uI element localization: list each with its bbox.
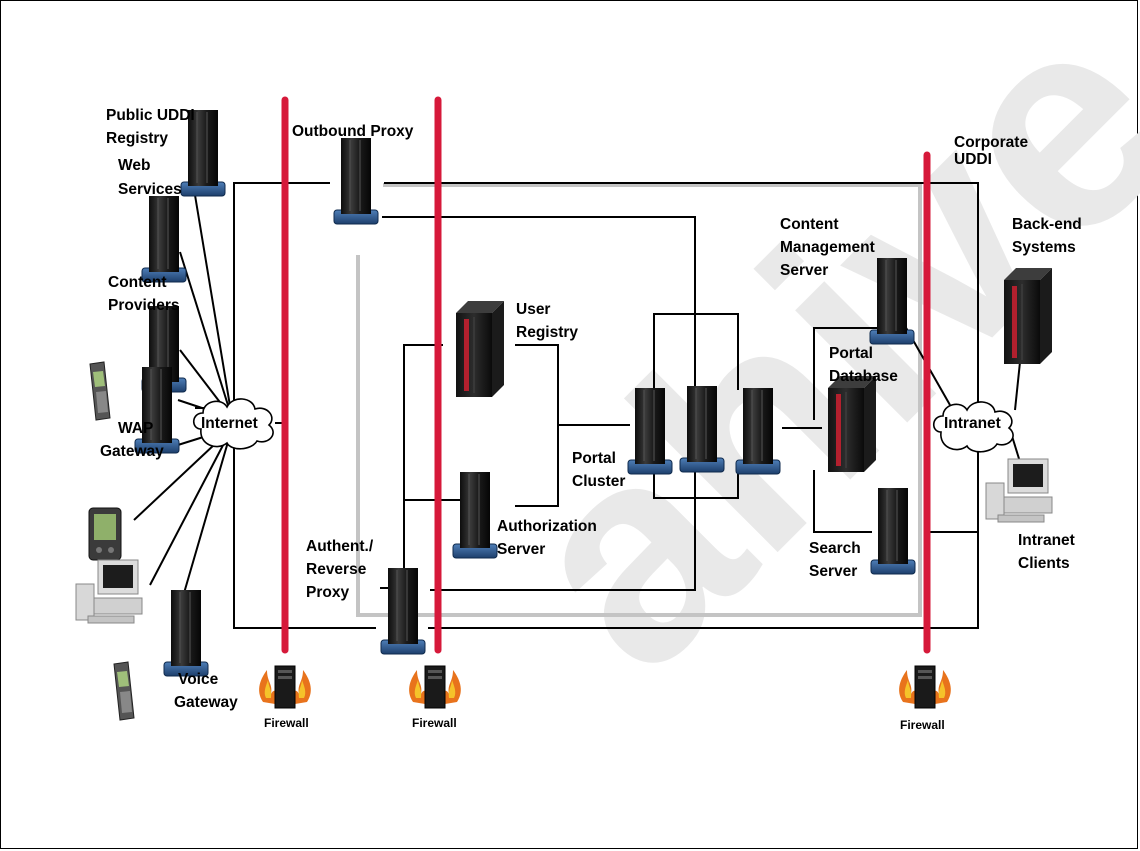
- firewall-icon: [899, 666, 951, 708]
- label-firewall-1: Firewall: [264, 716, 309, 730]
- watermark-text: ahive: [453, 0, 1140, 730]
- desktop-pc-icon: [76, 560, 142, 623]
- label-intranet: Intranet: [944, 415, 1001, 432]
- label-user-registry: User Registry: [516, 301, 578, 341]
- portal-database-mainframe-icon: [828, 376, 876, 472]
- web-services-server-icon: [142, 196, 186, 282]
- pda-icon: [89, 508, 121, 560]
- label-outbound-proxy: Outbound Proxy: [292, 123, 414, 140]
- cell-phone-icon: [90, 362, 110, 420]
- outbound-proxy-server-icon: [334, 138, 378, 224]
- firewall-icon: [409, 666, 461, 708]
- user-registry-mainframe-icon: [456, 301, 504, 397]
- backend-systems-mainframe-icon: [1004, 268, 1052, 364]
- label-firewall-2: Firewall: [412, 716, 457, 730]
- voice-gateway-server-icon: [164, 590, 208, 676]
- label-firewall-3: Firewall: [900, 718, 945, 732]
- label-internet: Internet: [201, 415, 258, 432]
- label-voice-gateway: Voice Gateway: [174, 671, 238, 711]
- label-public-uddi-registry: Public UDDI Registry: [106, 107, 199, 147]
- cell-phone-icon: [114, 662, 134, 720]
- label-content-providers: Content Providers: [108, 274, 180, 314]
- auth-reverse-proxy-server-icon: [381, 568, 425, 654]
- label-web-services: Web Services: [118, 157, 182, 198]
- intranet-client-pc-icon: [986, 459, 1052, 522]
- label-authent-reverse-proxy: Authent./ Reverse Proxy: [306, 538, 377, 601]
- firewall-icon: [259, 666, 311, 708]
- label-intranet-clients: Intranet Clients: [1018, 532, 1079, 572]
